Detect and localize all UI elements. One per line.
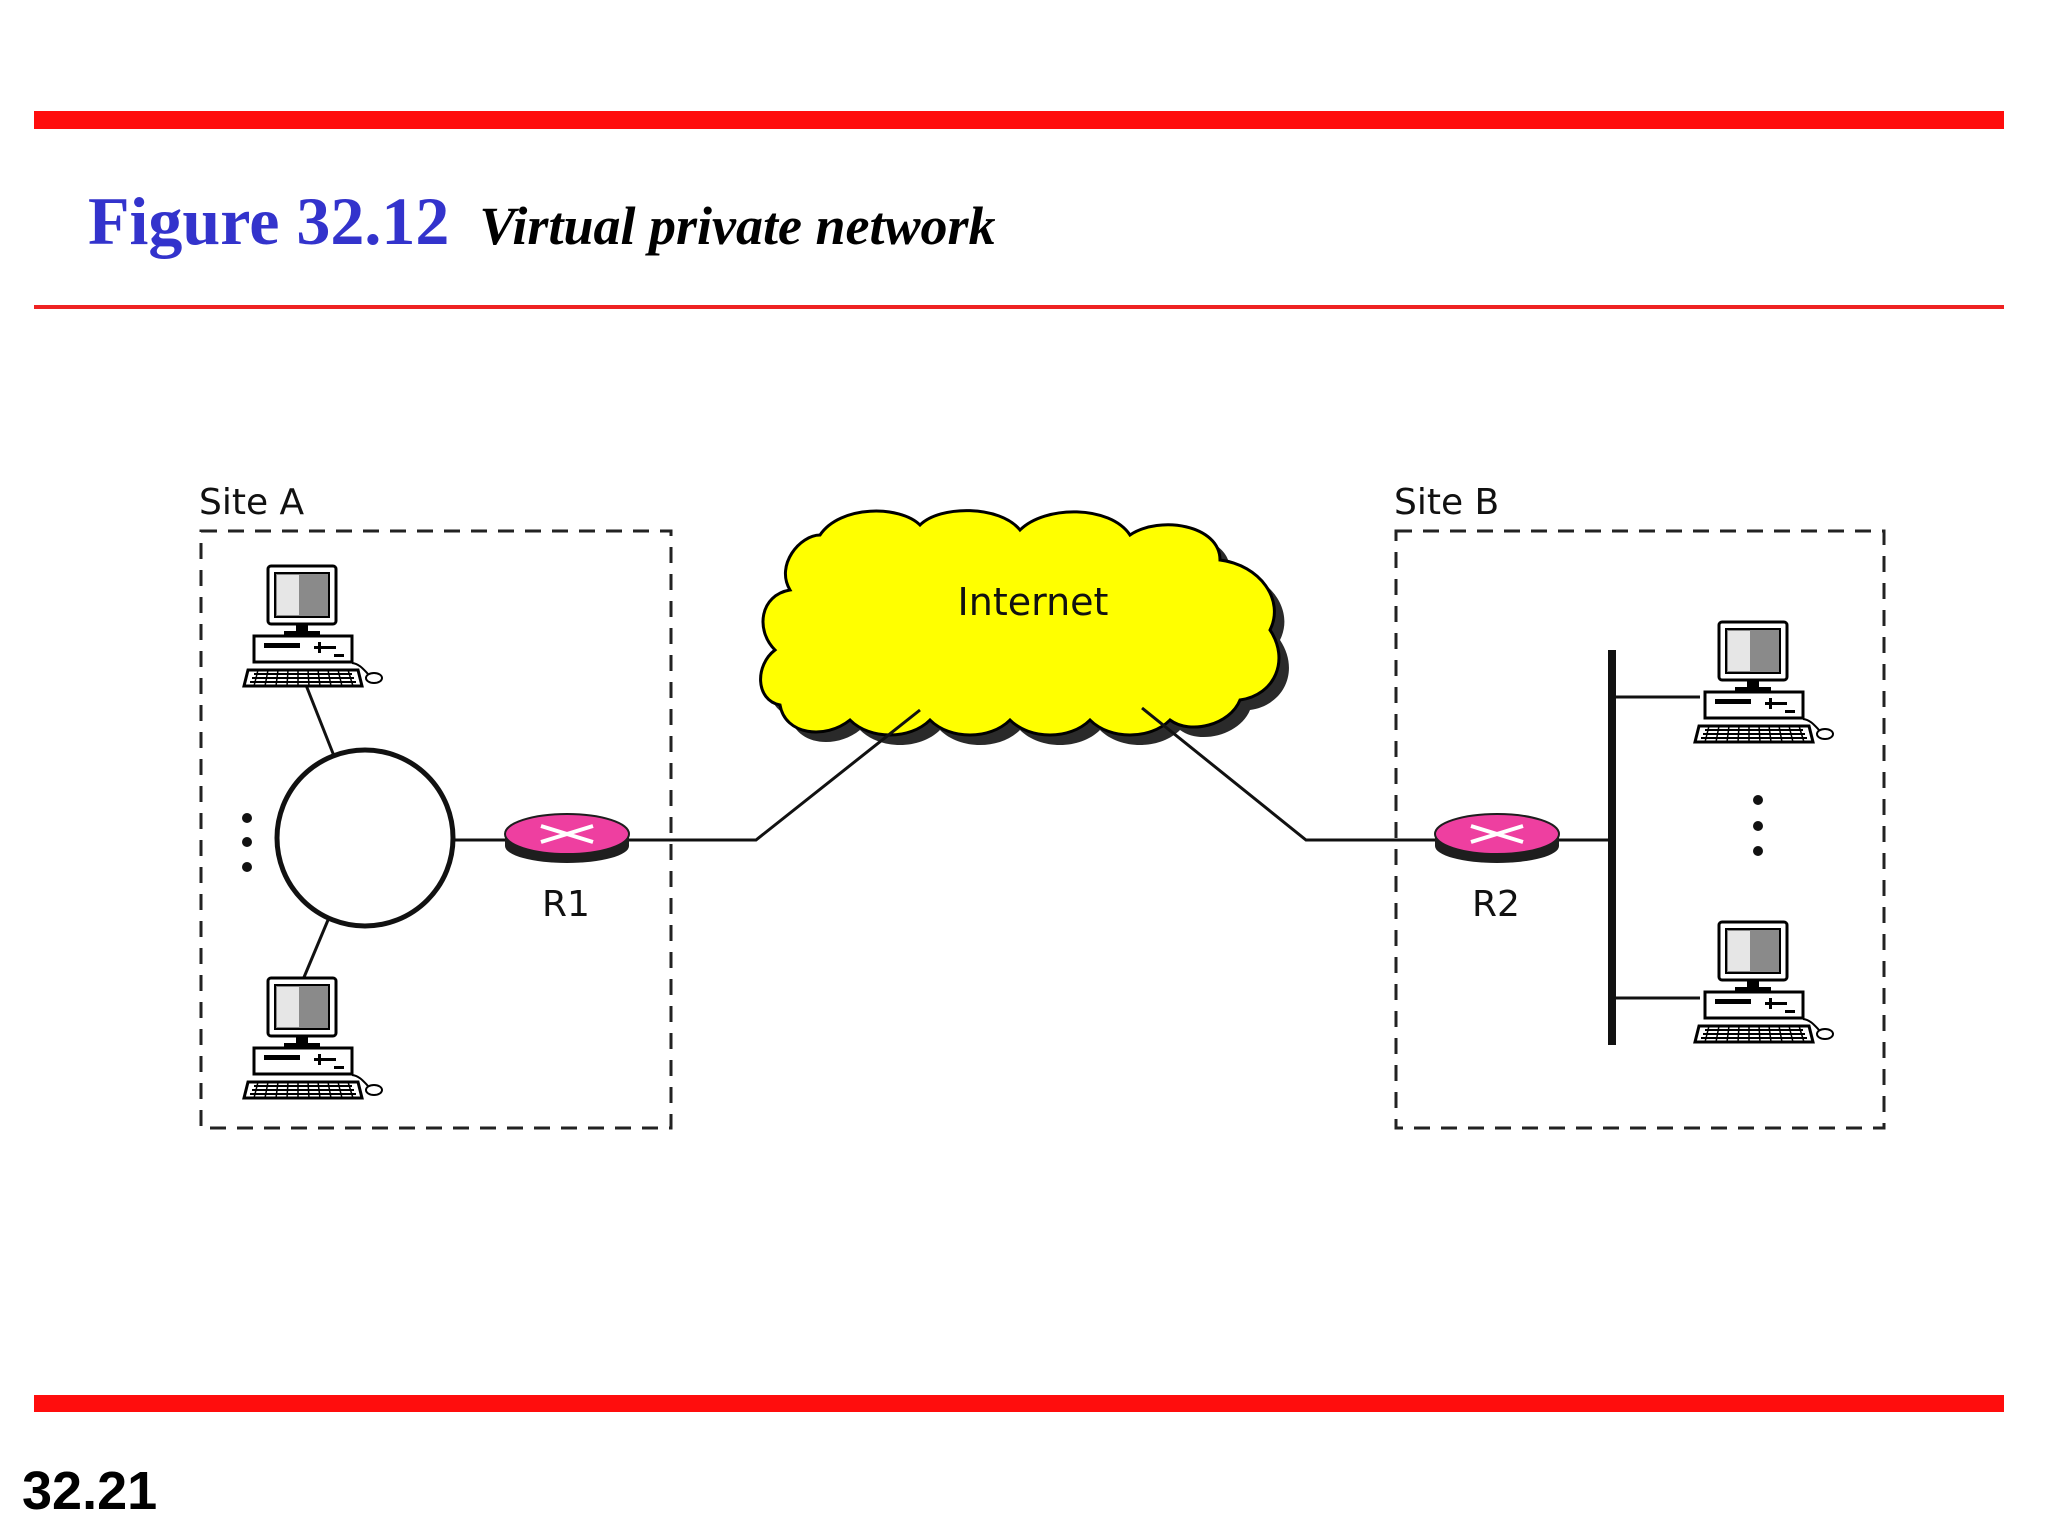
site-a-label: Site A [199,482,305,523]
site-a-boundary [199,529,673,1130]
link-internet-r2 [1141,706,1492,842]
router-r2-label: R2 [1472,884,1520,925]
router-r1-label: R1 [542,884,590,925]
router-r1-icon [503,812,631,865]
ring-network [274,747,456,929]
internet-cloud [759,509,1289,745]
link-r1-internet [628,708,921,842]
title-rule [34,305,2004,309]
internet-label: Internet [958,580,1109,624]
site-b-label: Site B [1394,482,1499,523]
figure-caption: Virtual private network [479,196,996,256]
top-rule [34,111,2004,129]
slide-number: 32.21 [22,1461,158,1521]
site-a-host-bottom-icon [242,976,384,1100]
site-a-host-top-icon [242,564,384,688]
link-ring-pc-bottom [300,919,330,983]
site-a-more-hosts-dots [242,813,252,872]
figure-number: Figure 32.12 [88,183,450,259]
site-b-host-bottom-icon [1693,920,1835,1044]
site-b-more-hosts-dots [1753,795,1763,856]
link-pc-top-ring [302,679,336,757]
site-b-boundary [1394,529,1886,1130]
figure-heading: Figure 32.12 Virtual private network [88,182,995,261]
bottom-rule [34,1395,2004,1412]
router-r2-icon [1433,812,1561,865]
site-b-host-top-icon [1693,620,1835,744]
